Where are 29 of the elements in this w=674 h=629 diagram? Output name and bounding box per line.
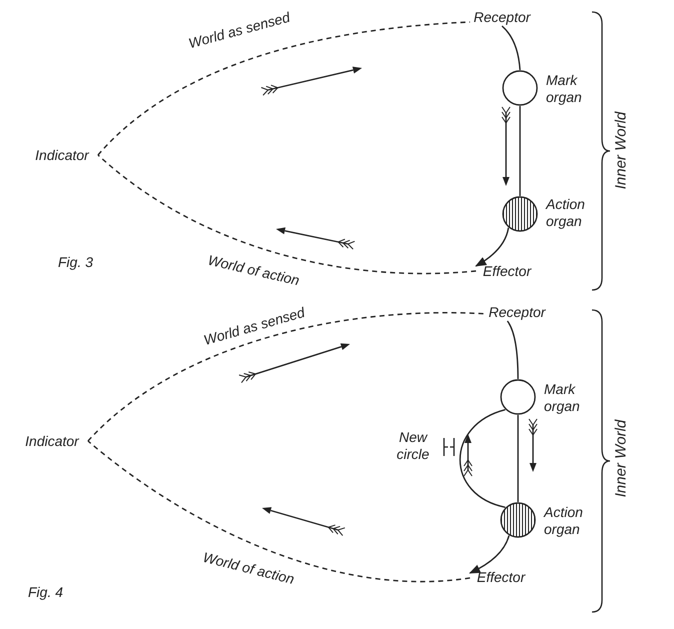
connector-line xyxy=(469,535,510,574)
figure-label: Fig. 4 xyxy=(28,584,64,600)
node-label: Receptor xyxy=(470,8,534,26)
dashed-connector xyxy=(98,21,470,156)
organ-label: Action organ xyxy=(544,504,584,538)
organ-circle xyxy=(500,379,536,415)
node-label: Effector xyxy=(476,262,538,280)
connector-line xyxy=(519,106,521,196)
node-label: Effector xyxy=(470,568,532,586)
node-label: Receptor xyxy=(485,303,549,321)
figure-label: Fig. 3 xyxy=(58,254,94,270)
connector-line xyxy=(459,409,506,508)
connector-line xyxy=(517,415,519,502)
dashed-connector xyxy=(88,312,486,442)
connector-line xyxy=(475,228,510,267)
hatched-circle xyxy=(500,502,536,538)
organ-label: Mark organ xyxy=(546,72,583,106)
connector-line xyxy=(502,26,521,70)
hatched-circle xyxy=(502,196,538,232)
organ-label: Action organ xyxy=(546,196,586,230)
organ-circle xyxy=(502,70,538,106)
node-label: Indicator xyxy=(26,146,98,164)
organ-label: Mark organ xyxy=(544,381,581,415)
dashed-connector xyxy=(88,440,470,582)
dashed-connector xyxy=(98,154,476,274)
node-label: Indicator xyxy=(16,432,88,450)
side-label: Inner World xyxy=(612,420,630,498)
side-label: Inner World xyxy=(612,112,630,190)
connector-line xyxy=(506,320,519,379)
